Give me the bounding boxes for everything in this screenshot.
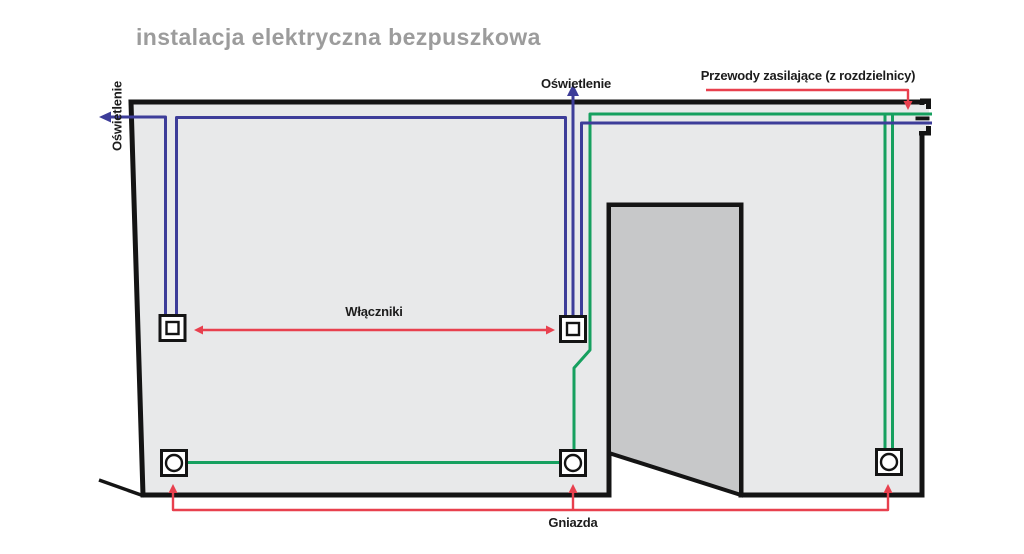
label-lighting-top: Oświetlenie [540, 76, 612, 91]
floor-line [98, 478, 145, 498]
arrowhead-left-icon [99, 111, 111, 123]
sockets-arrowhead-3-icon [883, 484, 893, 493]
socket-symbol-3 [875, 448, 903, 476]
switch-symbol-2 [559, 315, 587, 343]
switches-arrowhead-right-icon [546, 325, 555, 335]
label-supply-feed: Przewody zasilające (z rozdzielnicy) [700, 68, 916, 83]
switch-symbol-1 [158, 314, 187, 342]
lighting-wire-left-exit [110, 115, 167, 316]
lighting-wires [99, 84, 932, 317]
power-wires [186, 112, 932, 464]
devices [158, 314, 903, 477]
supply-arrow-line [706, 88, 910, 103]
label-lighting-left: Oświetlenie [109, 80, 125, 152]
notch-mid-tab [915, 116, 930, 121]
wall [128, 99, 925, 498]
notch-bottom-tab [919, 131, 931, 136]
sockets-arrowhead-2-icon [568, 484, 578, 493]
door-opening [607, 203, 743, 498]
annotation-arrows [168, 88, 913, 512]
socket-symbol-1 [160, 449, 188, 477]
lighting-wire-supply [580, 121, 932, 317]
supply-notch [915, 98, 931, 136]
label-switches: Włączniki [345, 304, 403, 319]
label-sockets: Gniazda [548, 515, 598, 530]
supply-arrowhead-icon [903, 101, 913, 110]
sockets-arrow-line [171, 492, 890, 512]
notch-bottom-stub [926, 126, 931, 136]
page-title: instalacja elektryczna bezpuszkowa [136, 24, 541, 50]
notch-top-tab [920, 98, 931, 104]
sockets-arrowhead-1-icon [168, 484, 178, 493]
power-wire-feed-to-middle-socket [572, 112, 932, 452]
switches-arrowhead-left-icon [194, 325, 203, 335]
notch-top-stub [926, 98, 931, 109]
socket-symbol-2 [559, 449, 587, 477]
lighting-wire-switch-link [175, 116, 567, 317]
arrowhead-up-icon [567, 84, 579, 96]
